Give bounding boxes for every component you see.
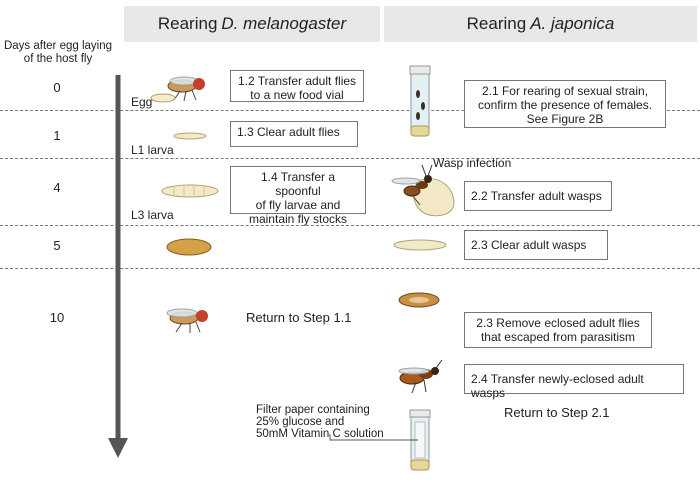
stage-label-egg: Egg bbox=[131, 95, 153, 109]
l1-larva-icon bbox=[173, 132, 207, 140]
axis-title-line1: Days after egg laying bbox=[3, 40, 113, 52]
stage-label-l3: L3 larva bbox=[131, 208, 174, 222]
header-asobara: Rearing A. japonica bbox=[384, 6, 697, 42]
row-separator bbox=[0, 268, 700, 269]
step-text: confirm the presence of females. bbox=[477, 98, 653, 112]
stage-label-l1: L1 larva bbox=[131, 143, 174, 157]
step-text: to a new food vial bbox=[250, 88, 344, 102]
step-text: 2.4 Transfer newly-eclosed adult wasps bbox=[471, 372, 644, 400]
return-step-1-1: Return to Step 1.1 bbox=[246, 310, 352, 325]
adult-fly-icon bbox=[166, 308, 208, 333]
egg-icon bbox=[150, 93, 176, 103]
step-text: of fly larvae and bbox=[255, 198, 341, 212]
step-2-1-box: 2.1 For rearing of sexual strain, confir… bbox=[464, 80, 666, 128]
day-label: 10 bbox=[49, 310, 65, 325]
step-2-2-box: 2.2 Transfer adult wasps bbox=[464, 181, 612, 211]
day-label: 4 bbox=[53, 180, 61, 195]
wasp-infection-label: Wasp infection bbox=[433, 156, 512, 170]
step-text: 1.2 Transfer adult flies bbox=[237, 74, 357, 88]
step-text: maintain fly stocks bbox=[248, 212, 348, 226]
l3-larva-icon bbox=[161, 184, 219, 198]
note-line: Filter paper containing bbox=[256, 404, 370, 416]
step-2-3-remove-box: 2.3 Remove eclosed adult flies that esca… bbox=[464, 312, 652, 348]
adult-wasp-icon bbox=[398, 359, 443, 394]
axis-title: Days after egg laying of the host fly bbox=[0, 40, 116, 66]
step-text: 2.3 Remove eclosed adult flies bbox=[476, 316, 640, 330]
step-text: See Figure 2B bbox=[526, 112, 604, 126]
wasp-infecting-larva-icon bbox=[391, 164, 455, 217]
pupa-icon bbox=[398, 292, 440, 308]
header-species: D. melanogaster bbox=[221, 14, 347, 33]
row-separator bbox=[0, 110, 700, 111]
day-label: 1 bbox=[53, 128, 61, 143]
vial-icon bbox=[409, 409, 431, 471]
axis-title-line2: of the host fly bbox=[23, 53, 93, 65]
vial-icon bbox=[409, 65, 431, 137]
step-text: 2.3 Clear adult wasps bbox=[471, 238, 587, 252]
row-separator bbox=[0, 225, 700, 226]
adult-fly-icon bbox=[167, 76, 205, 102]
step-text: 2.2 Transfer adult wasps bbox=[471, 189, 602, 203]
step-text: 1.3 Clear adult flies bbox=[237, 125, 340, 139]
header-drosophila: Rearing D. melanogaster bbox=[124, 6, 380, 42]
step-2-3-clear-box: 2.3 Clear adult wasps bbox=[464, 230, 608, 260]
return-step-2-1: Return to Step 2.1 bbox=[504, 405, 610, 420]
row-separator bbox=[0, 158, 700, 159]
header-species: A. japonica bbox=[530, 14, 615, 33]
step-text: that escaped from parasitism bbox=[480, 330, 636, 344]
step-1-3-box: 1.3 Clear adult flies bbox=[230, 121, 358, 147]
step-2-4-box: 2.4 Transfer newly-eclosed adult wasps bbox=[464, 364, 684, 400]
day-label: 5 bbox=[53, 238, 61, 253]
day-label: 0 bbox=[53, 80, 61, 95]
filter-paper-note: Filter paper containing 25% glucose and … bbox=[256, 404, 384, 440]
pupa-icon bbox=[166, 238, 212, 256]
l3-larva-icon bbox=[393, 239, 447, 251]
header-prefix: Rearing bbox=[157, 14, 218, 33]
step-1-4-box: 1.4 Transfer a spoonful of fly larvae an… bbox=[230, 166, 366, 226]
note-line: 50mM Vitamin C solution bbox=[256, 428, 384, 440]
note-line: 25% glucose and bbox=[256, 416, 345, 428]
step-1-2-box: 1.2 Transfer adult flies to a new food v… bbox=[230, 70, 364, 102]
header-prefix: Rearing bbox=[466, 14, 527, 33]
step-text: 1.4 Transfer a spoonful bbox=[260, 170, 336, 198]
step-text: 2.1 For rearing of sexual strain, bbox=[481, 84, 649, 98]
